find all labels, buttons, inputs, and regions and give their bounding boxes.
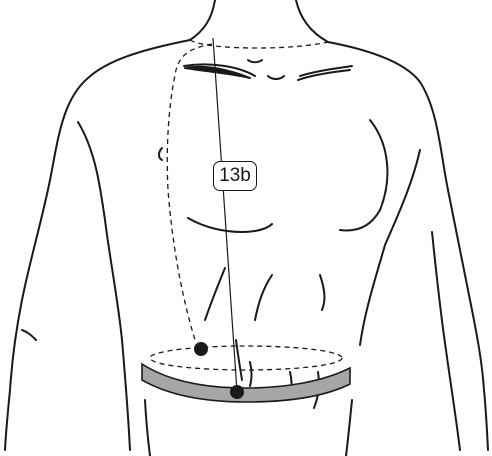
- right-armpit-line: [360, 150, 420, 345]
- measurement-belt: [142, 364, 350, 402]
- right-inner-arm-line: [432, 232, 460, 450]
- waist-circumference-dashed: [150, 346, 342, 370]
- left-collarbone: [185, 67, 250, 78]
- left-hip-line: [145, 400, 150, 456]
- lower-abs-left: [250, 362, 252, 386]
- left-elbow-line: [22, 330, 36, 340]
- front-marker-dot: [230, 385, 244, 399]
- left-chest-mark: [159, 148, 162, 160]
- side-measurement-dashed: [167, 44, 212, 340]
- right-shoulder-arm-outline: [328, 42, 488, 450]
- side-marker-dot: [194, 342, 208, 356]
- neck-right-outline: [296, 0, 328, 42]
- abdomen-left-line: [255, 275, 272, 320]
- neck-left-outline: [190, 0, 215, 40]
- neck-base-mark: [248, 60, 262, 62]
- abdomen-right-line: [320, 275, 324, 310]
- left-pectoral-line: [188, 218, 272, 232]
- right-pectoral-line: [340, 120, 387, 230]
- measurement-label: 13b: [213, 161, 257, 191]
- left-oblique-line: [205, 268, 225, 320]
- sternal-notch: [268, 76, 284, 79]
- left-armpit-line: [78, 122, 130, 450]
- right-hip-line: [346, 400, 352, 456]
- front-measurement-line: [213, 38, 237, 392]
